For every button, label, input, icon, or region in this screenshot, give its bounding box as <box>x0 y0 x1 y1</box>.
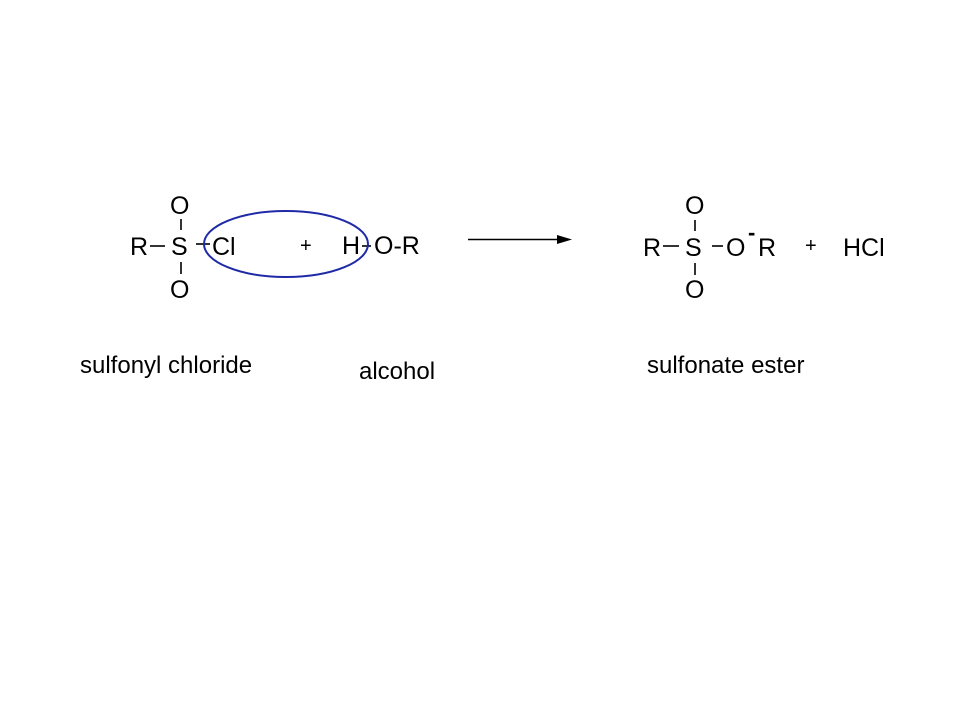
product-sulfur-atom: S <box>685 234 702 262</box>
reaction-arrow-head <box>557 235 572 244</box>
plus-sign-reactants: + <box>300 235 312 257</box>
product-r-group-label: R <box>643 234 661 262</box>
plus-sign-products: + <box>805 235 817 257</box>
alcohol-structure: H O-R <box>342 232 420 260</box>
sulfonate-ester-caption: sulfonate ester <box>647 352 805 379</box>
oxygen-top: O <box>170 192 189 220</box>
sulfonyl-chloride-structure: R S O O Cl <box>130 192 236 304</box>
ester-r-group-label: R <box>758 234 776 262</box>
ester-oxygen-atom: O <box>726 234 745 262</box>
sulfur-atom: S <box>171 233 188 261</box>
r-group-label: R <box>130 233 148 261</box>
alcohol-caption: alcohol <box>359 358 436 385</box>
reaction-arrow <box>468 235 572 244</box>
hcl-formula: HCl <box>843 234 885 262</box>
alcohol-o-r: O-R <box>374 232 420 260</box>
oxygen-bottom: O <box>170 276 189 304</box>
chlorine-atom: Cl <box>212 233 236 261</box>
sulfonate-ester-structure: R S O O O - R <box>643 192 776 304</box>
sulfonyl-chloride-caption: sulfonyl chloride <box>80 352 253 379</box>
leaving-group-highlight-ellipse <box>203 210 369 278</box>
product-oxygen-top: O <box>685 192 704 220</box>
ester-oxygen-charge: - <box>748 220 755 245</box>
hydrogen-atom: H <box>342 232 360 260</box>
product-oxygen-bottom: O <box>685 276 704 304</box>
